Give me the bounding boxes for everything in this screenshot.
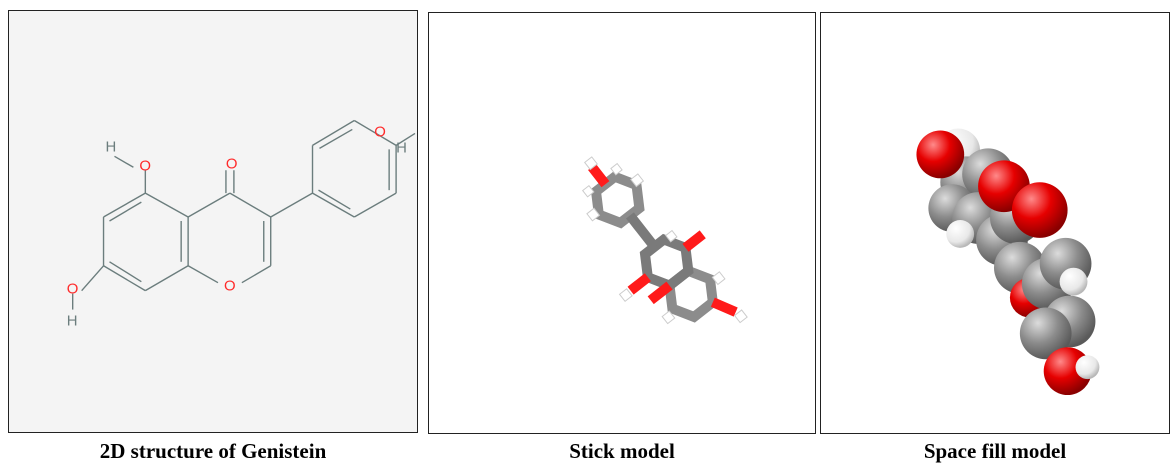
genistein-2d-structure: O O H O O H O H xyxy=(67,119,416,329)
structure-2d-caption: 2D structure of Genistein xyxy=(99,439,327,463)
ring-oxygen-label: O xyxy=(224,278,236,295)
hydroxyl-oxygen-label: O xyxy=(139,157,151,174)
hydroxyl-oxygen-label: O xyxy=(374,123,386,140)
stick-model-render xyxy=(581,156,748,325)
hydroxyl-hydrogen-label: H xyxy=(106,138,117,155)
space-fill-render xyxy=(916,128,1100,396)
hydroxyl-hydrogen-label: H xyxy=(396,139,407,156)
space-fill-molecule xyxy=(916,128,1100,396)
space-fill-model-panel xyxy=(820,12,1170,434)
stick-molecule xyxy=(581,156,748,325)
space-fill-model-caption: Space fill model xyxy=(923,439,1067,463)
structure-2d-panel: O O H O O H O H xyxy=(8,10,418,433)
bond-lines xyxy=(71,119,416,310)
carbonyl-oxygen-label: O xyxy=(226,155,238,172)
stick-model-caption: Stick model xyxy=(569,439,675,463)
stick-model-panel xyxy=(428,12,816,434)
hydroxyl-oxygen-label: O xyxy=(67,281,79,298)
atom-labels: O O H O O H O H xyxy=(67,123,407,329)
hydroxyl-hydrogen-label: H xyxy=(67,312,78,329)
